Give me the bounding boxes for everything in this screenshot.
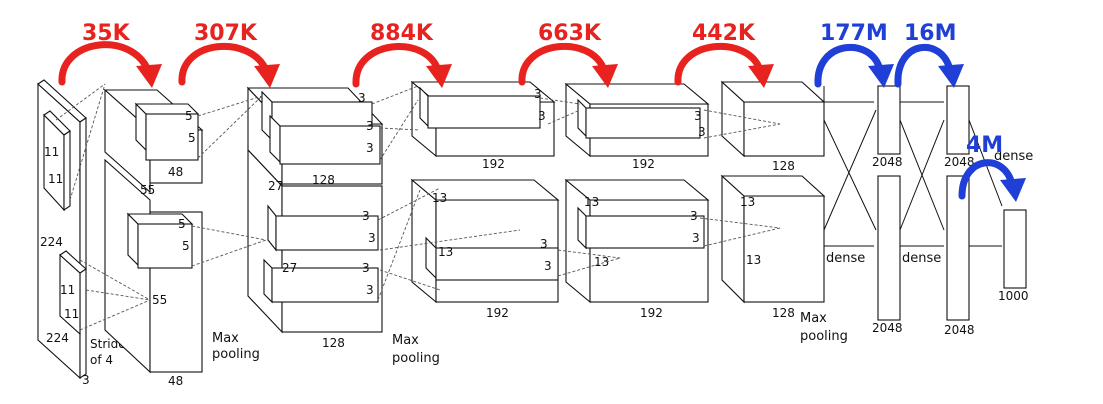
conv2-size-label: 27	[282, 261, 297, 275]
param-count-label: 16M	[904, 21, 957, 46]
kernel-3-label: 3	[368, 231, 376, 245]
kernel-3-label: 3	[366, 119, 374, 133]
kernel-3-label: 3	[534, 87, 542, 101]
conv3-size-label: 13	[438, 245, 453, 259]
kernel-3-label: 3	[362, 209, 370, 223]
conv3-depth-label: 192	[482, 157, 505, 171]
input-width-label: 224	[46, 331, 69, 345]
output-size-label: 1000	[998, 289, 1029, 303]
conv2-depth-label: 128	[322, 336, 345, 350]
conv3-volume	[410, 80, 560, 304]
kernel-5-label: 5	[182, 239, 190, 253]
dense-size-label: 2048	[944, 155, 975, 169]
kernel-11-label: 11	[64, 307, 79, 321]
conv5-volume	[720, 80, 826, 304]
conv3-size-label: 13	[432, 191, 447, 205]
input-volume	[37, 79, 87, 380]
dense-label: dense	[994, 149, 1033, 164]
input-height-label: 224	[40, 235, 63, 249]
conv2-depth-label: 128	[312, 173, 335, 187]
conv2-volume	[246, 86, 384, 334]
kernel-5-label: 5	[178, 217, 186, 231]
param-count-label: 177M	[820, 21, 888, 46]
max-pooling-label: pooling	[800, 329, 848, 344]
max-pooling-label: Max	[392, 333, 419, 348]
conv2-size-label: 27	[268, 179, 283, 193]
param-count-label: 307K	[194, 21, 258, 46]
conv1-depth-label: 48	[168, 165, 183, 179]
max-pooling-label: pooling	[392, 351, 440, 366]
conv3-depth-label: 192	[486, 306, 509, 320]
kernel-3-label: 3	[698, 125, 706, 139]
conv5-size-label: 13	[740, 195, 755, 209]
dense-size-label: 2048	[872, 155, 903, 169]
conv5-depth-label: 128	[772, 306, 795, 320]
conv5-depth-label: 128	[772, 159, 795, 173]
param-count-label: 442K	[692, 21, 756, 46]
kernel-11-label: 11	[44, 145, 59, 159]
kernel-5-label: 5	[185, 109, 193, 123]
param-count-label: 35K	[82, 21, 131, 46]
input-depth-label: 3	[82, 373, 90, 387]
param-arrows	[58, 41, 1026, 202]
max-pooling-label: Max	[212, 331, 239, 346]
conv4-depth-label: 192	[632, 157, 655, 171]
conv1-size-label: 55	[152, 293, 167, 307]
dense-size-label: 2048	[944, 323, 975, 337]
param-count-label: 884K	[370, 21, 434, 46]
kernel-5-label: 5	[188, 131, 196, 145]
kernel-3-label: 3	[362, 261, 370, 275]
projection-lines	[55, 83, 781, 331]
kernel-11-label: 11	[60, 283, 75, 297]
kernel-3-label: 3	[538, 109, 546, 123]
dense-layers	[823, 85, 1027, 321]
dense-size-label: 2048	[872, 321, 903, 335]
conv4-size-label: 13	[584, 195, 599, 209]
kernel-3-label: 3	[540, 237, 548, 251]
kernel-11-label: 11	[48, 172, 63, 186]
conv1-depth-label: 48	[168, 374, 183, 388]
kernel-3-label: 3	[690, 209, 698, 223]
kernel-3-label: 3	[694, 109, 702, 123]
dense-label: dense	[826, 251, 865, 266]
conv1-volume	[103, 88, 204, 374]
param-count-label: 663K	[538, 21, 602, 46]
kernel-3-label: 3	[692, 231, 700, 245]
max-pooling-label: Max	[800, 311, 827, 326]
conv4-size-label: 13	[594, 255, 609, 269]
dense-label: dense	[902, 251, 941, 266]
conv1-size-label: 55	[140, 183, 155, 197]
kernel-3-label: 3	[366, 283, 374, 297]
conv5-size-label: 13	[746, 253, 761, 267]
conv4-volume	[564, 82, 710, 304]
kernel-3-label: 3	[544, 259, 552, 273]
kernel-3-label: 3	[366, 141, 374, 155]
kernel-3-label: 3	[358, 91, 366, 105]
max-pooling-label: pooling	[212, 347, 260, 362]
stride-label: of 4	[90, 353, 113, 367]
conv4-depth-label: 192	[640, 306, 663, 320]
param-count-label: 4M	[966, 133, 1003, 158]
